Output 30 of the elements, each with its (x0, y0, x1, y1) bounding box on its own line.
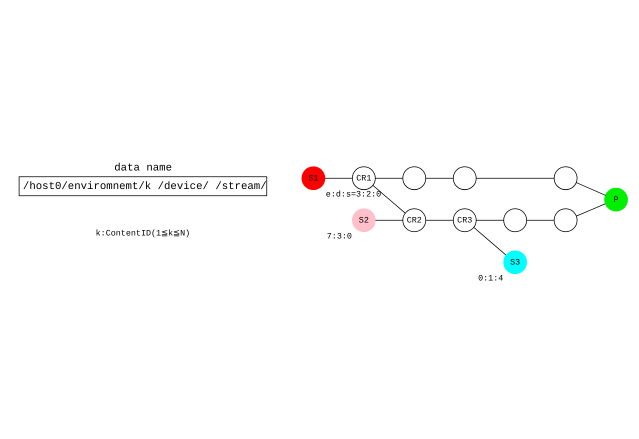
node-circle: S3 (503, 250, 528, 274)
connector (375, 220, 404, 221)
node-circle: P (604, 188, 628, 212)
node-circle: S1 (302, 166, 326, 190)
node-label: data name (114, 162, 172, 175)
connector (476, 178, 554, 179)
connector (426, 178, 454, 179)
connector (473, 227, 506, 256)
node-circle (503, 208, 528, 232)
node-label: 0:1:4 (478, 273, 504, 284)
node-circle (554, 208, 578, 232)
connector (426, 220, 454, 221)
connector (372, 184, 406, 214)
connector (375, 178, 404, 179)
node-circle: CR3 (452, 208, 477, 232)
node-circle: CR1 (352, 166, 376, 190)
connector (576, 182, 606, 196)
connector (476, 220, 504, 221)
connector (576, 204, 606, 216)
label: k:ContentID(1≦k≦N) (96, 228, 190, 238)
node-circle (402, 166, 426, 190)
connector (324, 178, 353, 179)
node-circle (554, 166, 578, 190)
node-label: e:d:s=3:2:0 (326, 189, 382, 200)
node-circle (452, 166, 477, 190)
node-label: 7:3:0 (326, 231, 352, 242)
node-circle: S2 (352, 208, 376, 232)
node-circle: CR2 (402, 208, 426, 232)
connector (526, 220, 554, 221)
node-box: /host0/enviromnemt/k /device/ /stream/ (18, 176, 268, 196)
